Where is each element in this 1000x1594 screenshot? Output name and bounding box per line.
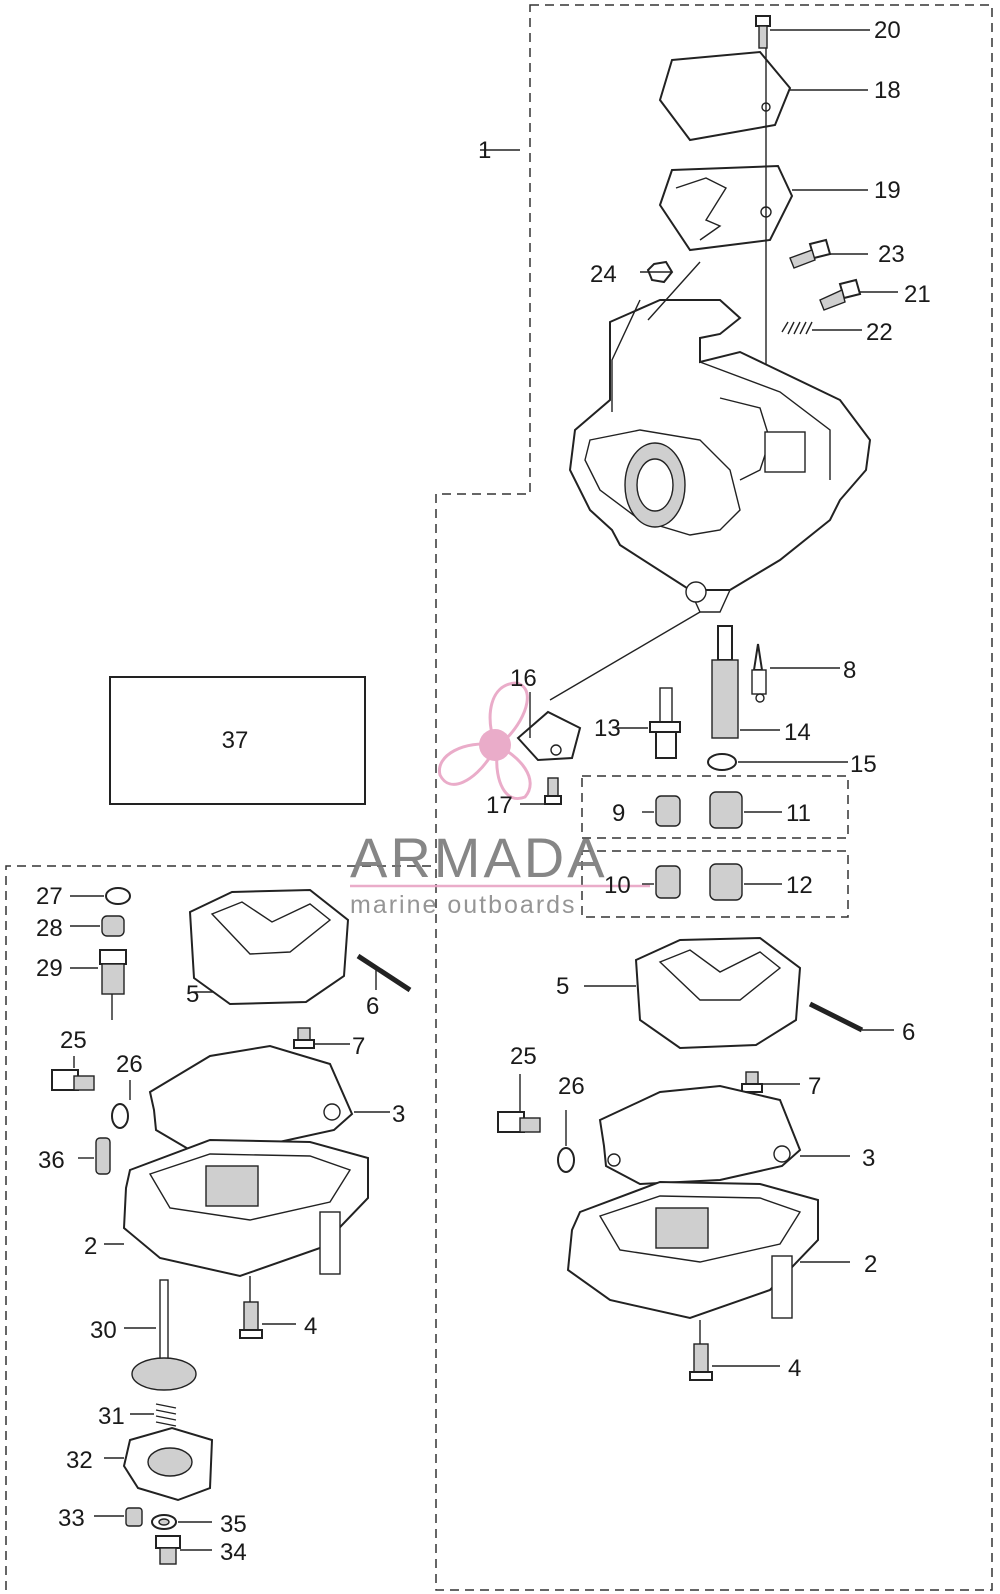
label-21: 21 <box>904 281 931 308</box>
label-13: 13 <box>594 715 621 742</box>
part-13-main-nozzle <box>649 687 681 759</box>
label-16: 16 <box>510 665 537 692</box>
part-34-plug <box>155 1535 181 1565</box>
label-18: 18 <box>874 77 901 104</box>
label-17: 17 <box>486 792 513 819</box>
label-2-left: 2 <box>84 1233 97 1260</box>
part-36-pin <box>95 1137 111 1175</box>
propeller-icon <box>438 681 532 800</box>
part-9-pilot-jet <box>655 795 681 827</box>
label-26-left: 26 <box>116 1051 143 1078</box>
part-29-valve <box>99 949 127 995</box>
part-5-float-right <box>634 936 802 1050</box>
label-22: 22 <box>866 319 893 346</box>
label-29: 29 <box>36 955 63 982</box>
label-15: 15 <box>850 751 877 778</box>
label-3-right: 3 <box>862 1145 875 1172</box>
part-25-drain-screw-left <box>51 1069 95 1091</box>
label-1: 1 <box>478 137 491 164</box>
part-15-o-ring <box>707 753 737 771</box>
part-37-box <box>109 676 366 805</box>
label-3-left: 3 <box>392 1101 405 1128</box>
label-4-right: 4 <box>788 1355 801 1382</box>
label-6-right: 6 <box>902 1019 915 1046</box>
label-2-right: 2 <box>864 1251 877 1278</box>
label-35: 35 <box>220 1511 247 1538</box>
label-33: 33 <box>58 1505 85 1532</box>
part-18-cover-plate <box>658 50 792 142</box>
label-37: 37 <box>222 727 249 754</box>
part-1-carburetor-body <box>568 299 872 613</box>
part-11-jet <box>709 791 743 829</box>
part-4-screw-right <box>689 1343 713 1381</box>
assembly-boundary-lower-left <box>5 865 436 1590</box>
jet-group-box-lower <box>581 850 849 918</box>
part-22-spring <box>781 321 813 335</box>
label-6-left: 6 <box>366 993 379 1020</box>
part-28-cap <box>101 915 125 937</box>
label-34: 34 <box>220 1539 247 1566</box>
part-33-screw <box>125 1507 143 1527</box>
part-2-float-bowl-right <box>566 1180 819 1320</box>
label-11: 11 <box>786 800 811 827</box>
label-32: 32 <box>66 1447 93 1474</box>
label-36: 36 <box>38 1147 65 1174</box>
part-19-gasket <box>658 164 794 252</box>
label-12: 12 <box>786 872 813 899</box>
part-21-screw <box>819 278 862 311</box>
part-4-screw-left <box>239 1301 263 1339</box>
label-14: 14 <box>784 719 811 746</box>
label-7-right: 7 <box>808 1073 821 1100</box>
label-9: 9 <box>612 800 625 827</box>
part-8-needle-valve <box>751 643 767 703</box>
label-5-right: 5 <box>556 973 569 1000</box>
label-28: 28 <box>36 915 63 942</box>
part-30-plunger <box>131 1279 197 1391</box>
part-7-screw-left <box>293 1027 315 1049</box>
label-25-right: 25 <box>510 1043 537 1070</box>
part-14-emulsion-tube <box>711 625 739 739</box>
part-10-main-jet <box>655 865 681 899</box>
part-2-float-bowl-left <box>122 1138 369 1278</box>
label-19: 19 <box>874 177 901 204</box>
part-20-screw <box>755 15 771 49</box>
part-5-float-left <box>188 888 350 1006</box>
label-4-left: 4 <box>304 1313 317 1340</box>
part-7-screw-right <box>741 1071 763 1093</box>
label-8: 8 <box>843 657 856 684</box>
part-3-gasket-left <box>148 1044 354 1152</box>
part-27-clip <box>105 887 131 905</box>
part-31-spring <box>155 1403 177 1427</box>
part-35-washer <box>151 1514 177 1530</box>
brand-tagline: marine outboards <box>350 891 577 919</box>
part-3-gasket-right <box>598 1084 802 1186</box>
label-30: 30 <box>90 1317 117 1344</box>
part-17-screw <box>544 777 562 805</box>
label-31: 31 <box>98 1403 125 1430</box>
part-25-drain-screw-right <box>497 1111 541 1133</box>
part-6-float-pin-right <box>808 1001 864 1033</box>
part-32-cover <box>122 1426 214 1502</box>
part-26-washer-right <box>557 1147 575 1173</box>
armada-logo: ARMADA marine outboards <box>350 681 650 919</box>
part-6-float-pin-left <box>356 953 412 993</box>
label-27: 27 <box>36 883 63 910</box>
label-23: 23 <box>878 241 905 268</box>
label-7-left: 7 <box>352 1033 365 1060</box>
part-12-jet <box>709 863 743 901</box>
part-23-screw <box>789 238 832 269</box>
assembly-boundary-upper <box>435 4 993 1591</box>
brand-name: ARMADA <box>350 826 608 889</box>
label-10: 10 <box>604 872 631 899</box>
part-26-washer-left <box>111 1103 129 1129</box>
label-25-left: 25 <box>60 1027 87 1054</box>
label-24: 24 <box>590 261 617 288</box>
label-26-right: 26 <box>558 1073 585 1100</box>
part-16-plate <box>516 710 582 762</box>
label-5-left: 5 <box>186 981 199 1008</box>
label-20: 20 <box>874 17 901 44</box>
